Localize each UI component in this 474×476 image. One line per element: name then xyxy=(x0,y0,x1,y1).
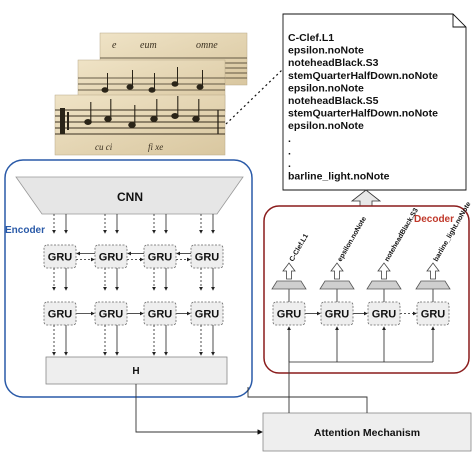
encoder-label: Encoder xyxy=(5,225,45,236)
attention-block: Attention Mechanism xyxy=(262,412,472,452)
gru-label: GRU xyxy=(99,252,124,264)
svg-text:e: e xyxy=(112,40,117,51)
h-block xyxy=(45,356,228,385)
output-token-line: . xyxy=(288,158,291,170)
attention-connectors xyxy=(135,330,368,435)
gru-label: GRU xyxy=(372,309,397,321)
decoder-label: Decoder xyxy=(414,214,454,225)
output-token-line: epsilon.noNote xyxy=(288,82,364,94)
cnn-label: CNN xyxy=(117,190,143,204)
decoder-output-arrow xyxy=(426,262,440,280)
gru-label: GRU xyxy=(48,252,73,264)
encoder-gru-cell: GRU xyxy=(43,244,77,269)
encoder-gru-cell: GRU xyxy=(190,244,224,269)
output-token-line: C-Clef.L1 xyxy=(288,32,334,44)
gru-label: GRU xyxy=(421,309,446,321)
svg-text:cu ci: cu ci xyxy=(95,142,113,152)
encoder-gru-cell: GRU xyxy=(94,301,128,326)
encoder-gru-cell: GRU xyxy=(143,301,177,326)
gru-label: GRU xyxy=(99,309,124,321)
attention-label: Attention Mechanism xyxy=(314,427,420,439)
decoder-gru-cell: GRU xyxy=(416,301,450,326)
output-token-line: . xyxy=(288,145,291,157)
encoder-gru-cell: GRU xyxy=(43,301,77,326)
decoder-gru-cell: GRU xyxy=(272,301,306,326)
h-label: H xyxy=(132,366,139,377)
gru-label: GRU xyxy=(148,309,173,321)
gru-label: GRU xyxy=(325,309,350,321)
output-token-line: stemQuarterHalfDown.noNote xyxy=(288,70,438,82)
output-token-line: noteheadBlack.S3 xyxy=(288,57,379,69)
decoder-output-bar xyxy=(319,280,355,290)
decoder-output-bar xyxy=(366,280,402,290)
output-token-line: epsilon.noNote xyxy=(288,45,364,57)
svg-text:eum: eum xyxy=(140,40,157,51)
encoder-block: Encoder CNN GRU GRU GRU GRU GRU GRU GRU GRU H xyxy=(4,159,253,398)
encoder-gru-cell: GRU xyxy=(94,244,128,269)
decoder-output-arrow xyxy=(330,262,344,280)
decoder-output-arrow xyxy=(377,262,391,280)
output-token-line: . xyxy=(288,133,291,145)
output-token-line: noteheadBlack.S5 xyxy=(288,95,379,107)
gru-label: GRU xyxy=(148,252,173,264)
decoder-output-bar xyxy=(415,280,451,290)
output-token-line: stemQuarterHalfDown.noNote xyxy=(288,108,438,120)
encoder-gru-grid: GRU GRU GRU GRU GRU GRU GRU GRU xyxy=(43,214,224,356)
svg-text:fi xe: fi xe xyxy=(148,142,163,152)
gru-label: GRU xyxy=(277,309,302,321)
output-sequence-panel: C-Clef.L1epsilon.noNotenoteheadBlack.S3s… xyxy=(282,13,467,191)
gru-label: GRU xyxy=(195,252,220,264)
decoder-output-bar xyxy=(271,280,307,290)
score-image-stack: e eum omne xyxy=(54,32,283,156)
decoder-gru-cell: GRU xyxy=(320,301,354,326)
output-token-line: epsilon.noNote xyxy=(288,120,364,132)
gru-label: GRU xyxy=(48,309,73,321)
encoder-gru-cell: GRU xyxy=(143,244,177,269)
decoder-gru-cell: GRU xyxy=(367,301,401,326)
svg-text:omne: omne xyxy=(196,40,218,51)
gru-label: GRU xyxy=(195,309,220,321)
output-token-line: barline_light.noNote xyxy=(288,171,390,183)
encoder-gru-cell: GRU xyxy=(190,301,224,326)
decoder-output-arrow xyxy=(282,262,296,280)
cnn-block xyxy=(15,176,244,215)
score-image-front: cu ci fi xe xyxy=(54,94,226,156)
